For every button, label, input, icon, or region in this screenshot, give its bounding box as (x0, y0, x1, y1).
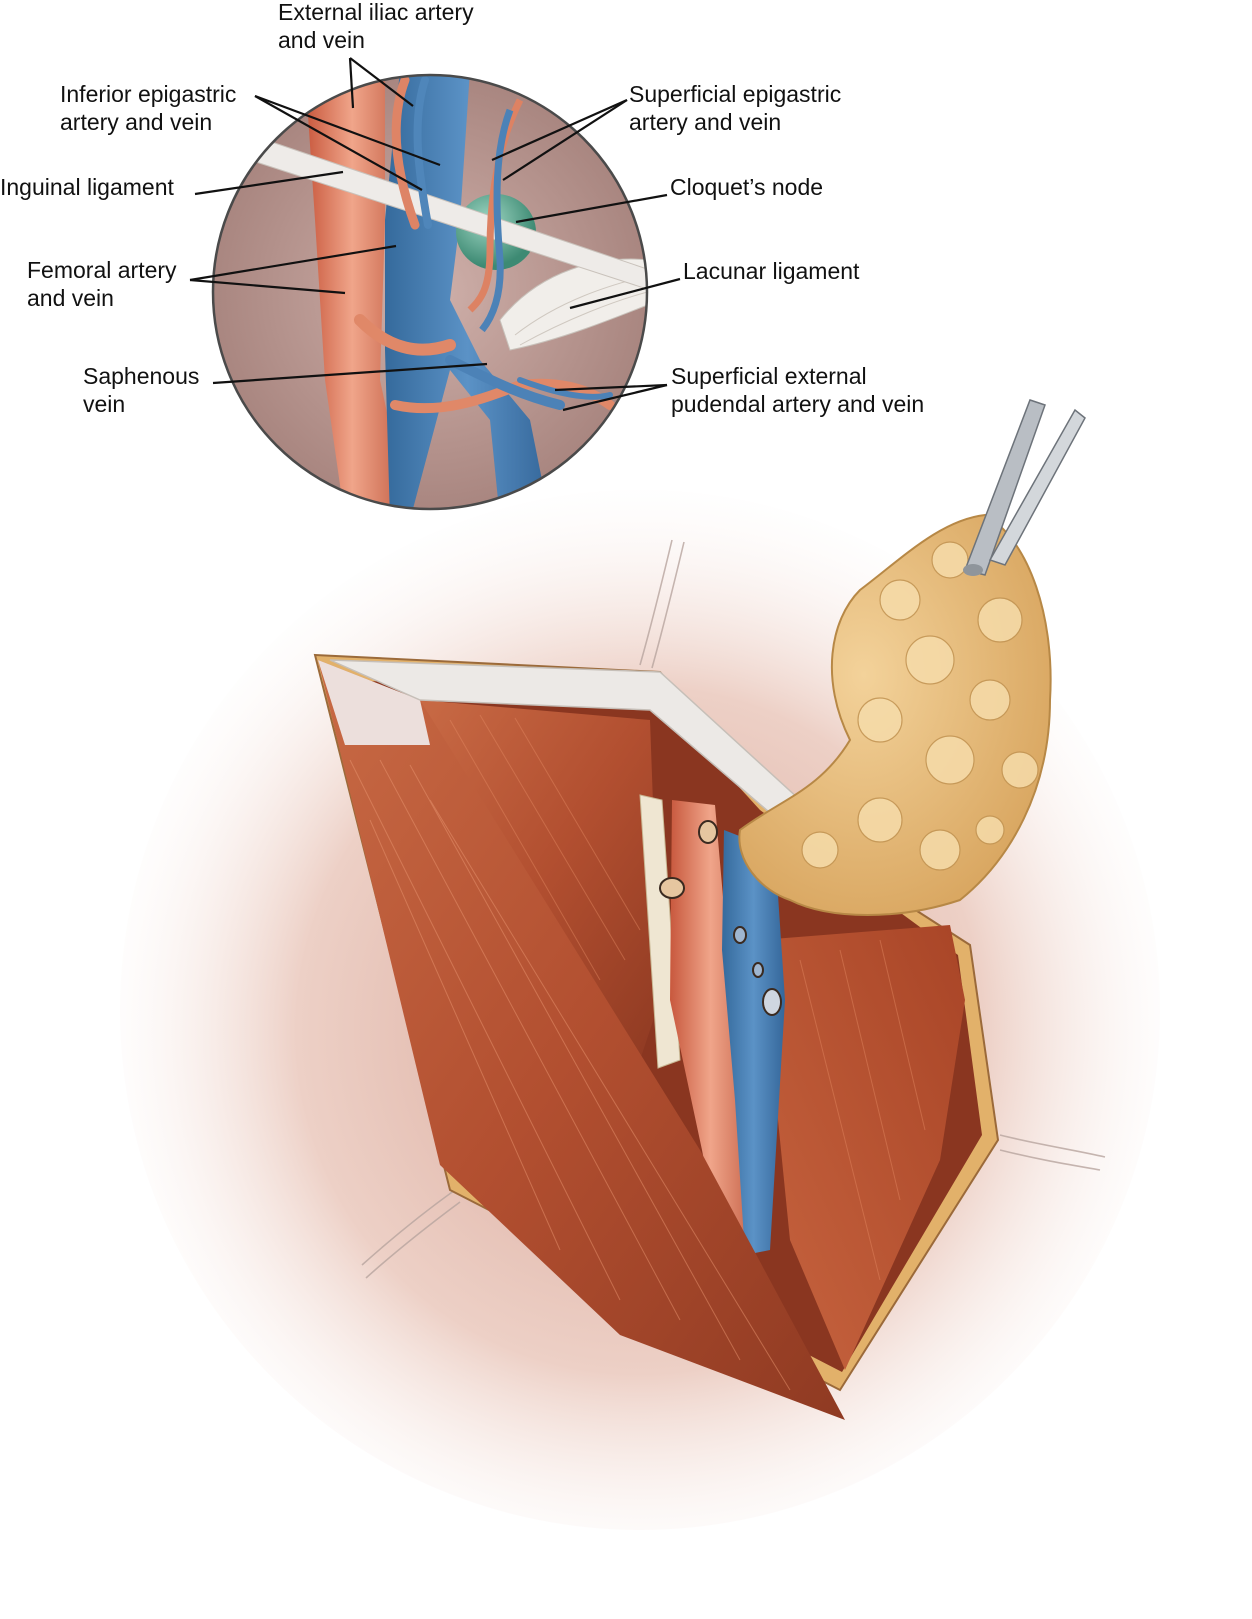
label-external-iliac: External iliac artery and vein (278, 0, 474, 53)
deep-muscle-left (420, 700, 660, 1060)
deep-muscle-right (760, 925, 965, 1370)
label-cloquets-node: Cloquet’s node (670, 174, 824, 200)
inset-circle (211, 73, 649, 511)
forceps (963, 399, 1086, 576)
sartorius-muscle (318, 660, 845, 1420)
label-saphenous: Saphenous vein (83, 363, 200, 417)
femoral-artery-operative (670, 800, 760, 1255)
operative-field (313, 399, 1106, 1420)
label-inferior-epigastric: Inferior epigastric artery and vein (60, 81, 237, 135)
label-superficial-epigastric: Superficial epigastric artery and vein (629, 81, 842, 135)
label-superficial-external-pudendal: Superficial external pudendal artery and… (671, 363, 925, 417)
leader-lines (189, 57, 681, 412)
femoral-nerve (639, 794, 681, 1069)
label-femoral: Femoral artery and vein (27, 257, 177, 311)
label-lacunar-ligament: Lacunar ligament (683, 258, 860, 284)
label-inguinal-ligament: Inguinal ligament (0, 174, 174, 200)
